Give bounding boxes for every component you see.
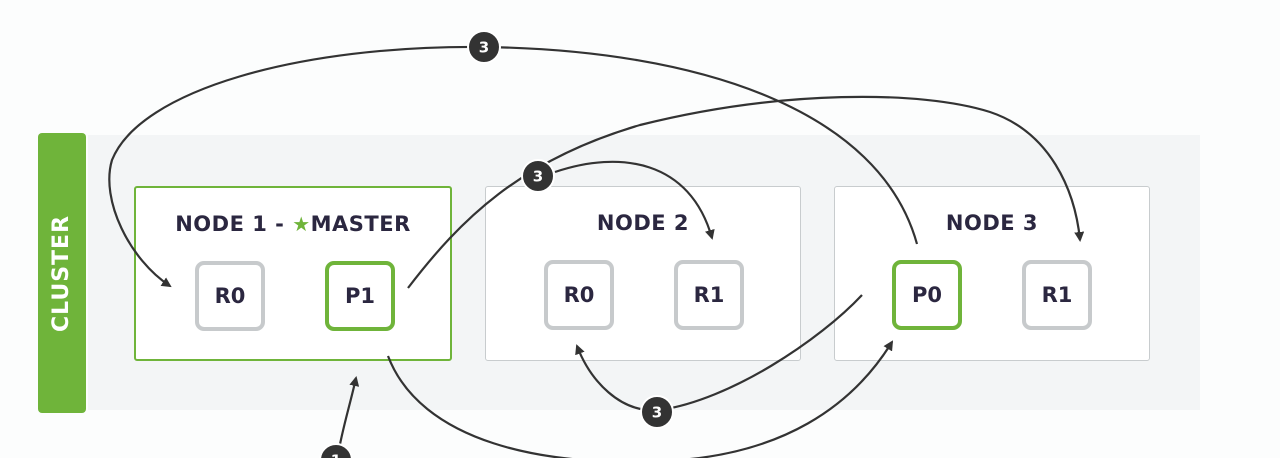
arrow-p0-to-node2-r0 — [575, 294, 863, 412]
node-1-master-label: MASTER — [310, 212, 411, 236]
arrow-p1-to-node3-p0 — [386, 340, 894, 458]
arrow-p1-to-node3-r1 — [407, 95, 1085, 289]
step-badge-middle: 3 — [521, 159, 555, 193]
arrow-p0-to-node1-r0 — [108, 45, 919, 288]
step-badge-middle-text: 3 — [533, 168, 543, 186]
step-badge-top-text: 3 — [479, 39, 489, 57]
step-badge-lower-left: 1 — [319, 443, 353, 458]
node-2: NODE 2 R0 R1 — [485, 186, 801, 361]
node-2-title: NODE 2 — [596, 211, 690, 235]
node-3: NODE 3 P0 R1 — [834, 186, 1150, 361]
node-1-shard-r0: R0 — [195, 261, 265, 331]
node-2-shard-r1: R1 — [674, 260, 744, 330]
node-2-shard-r0: R0 — [544, 260, 614, 330]
step-badge-bottom-text: 3 — [652, 404, 662, 422]
step-badge-lower-left-text: 1 — [331, 452, 341, 458]
node-3-shard-r1: R1 — [1022, 260, 1092, 330]
star-icon: ★ — [292, 212, 311, 236]
step-badge-bottom: 3 — [640, 395, 674, 429]
node-3-shard-p0: P0 — [892, 260, 962, 330]
node-1-master: NODE 1 - ★MASTER R0 P1 — [134, 186, 452, 361]
node-1-title: NODE 1 - ★MASTER — [136, 212, 450, 236]
cluster-bar: CLUSTER — [38, 133, 86, 413]
arrow-request-to-node1 — [336, 376, 360, 456]
step-badge-top: 3 — [467, 30, 501, 64]
node-1-shard-p1: P1 — [325, 261, 395, 331]
node-1-title-text: NODE 1 - — [175, 212, 293, 236]
node-3-title: NODE 3 — [945, 211, 1039, 235]
arrow-to-node2-r1 — [554, 160, 715, 240]
